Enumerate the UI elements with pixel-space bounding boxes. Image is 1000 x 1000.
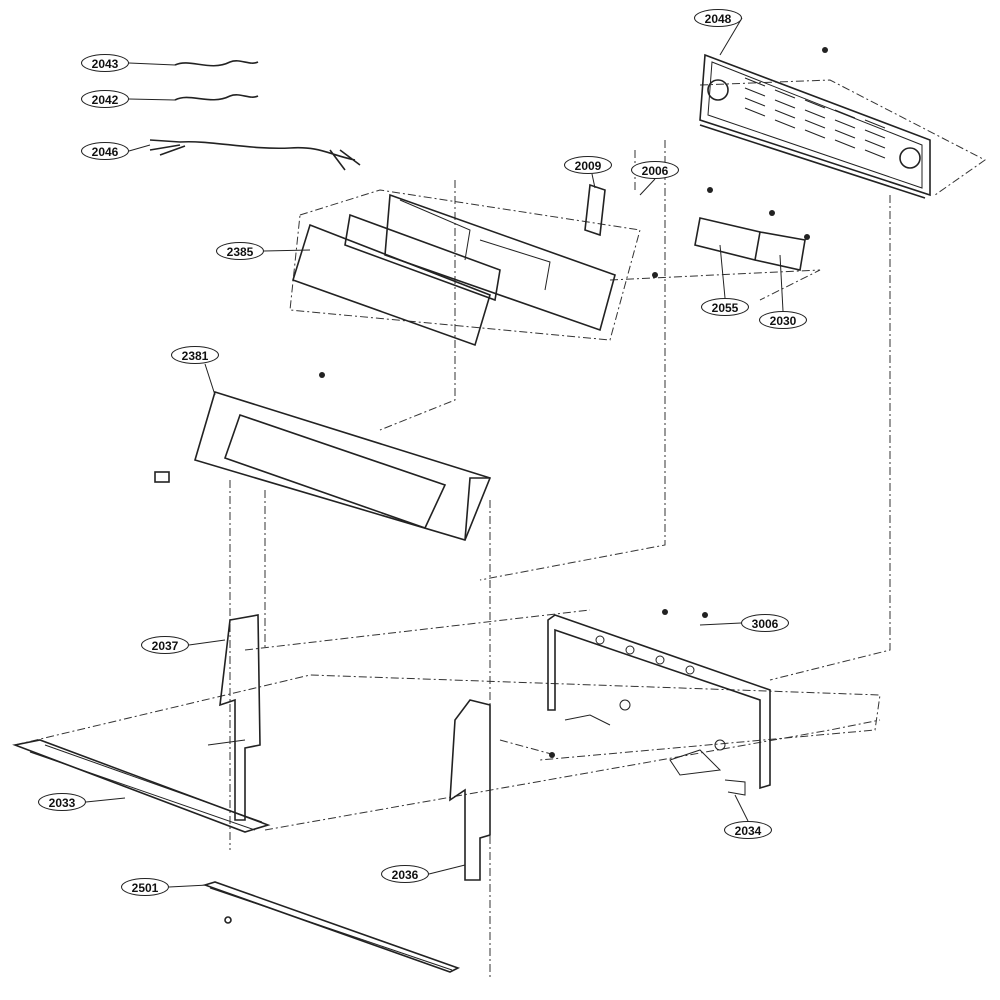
label-2046: 2046: [81, 142, 129, 160]
screws: [319, 47, 828, 758]
label-2030: 2030: [759, 311, 807, 329]
label-2009: 2009: [564, 156, 612, 174]
part-2034-rear-frame: [547, 614, 771, 796]
assembly-lines: [14, 79, 986, 980]
part-2048-vent-panel: [699, 53, 931, 199]
label-2036: 2036: [381, 865, 429, 883]
label-2043: 2043: [81, 54, 129, 72]
label-2006: 2006: [631, 161, 679, 179]
label-2381: 2381: [171, 346, 219, 364]
label-3006: 3006: [741, 614, 789, 632]
label-2033: 2033: [38, 793, 86, 811]
label-2034: 2034: [724, 821, 772, 839]
part-2381-control-panel: [154, 390, 492, 541]
leader-lines: [85, 17, 784, 888]
label-2037: 2037: [141, 636, 189, 654]
label-2385: 2385: [216, 242, 264, 260]
part-2036-bracket: [449, 699, 491, 881]
label-2048: 2048: [694, 9, 742, 27]
part-2385-display: [292, 183, 806, 347]
label-2042: 2042: [81, 90, 129, 108]
part-2037-bracket: [207, 614, 261, 821]
label-2055: 2055: [701, 298, 749, 316]
part-2033-trim: [12, 739, 271, 833]
wire-harnesses: [149, 60, 361, 171]
part-2501-strip: [202, 881, 461, 973]
label-2501: 2501: [121, 878, 169, 896]
